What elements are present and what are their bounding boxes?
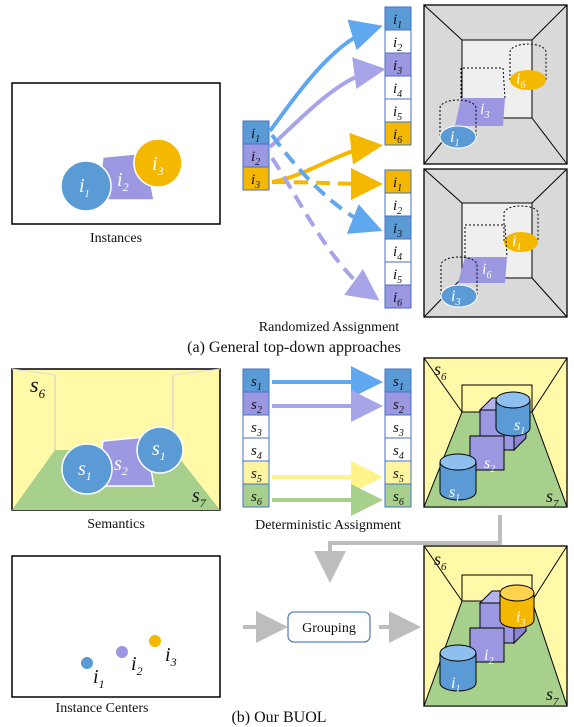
cell-label-i4: i4: [393, 81, 402, 100]
room-b1: s6 s2 s1 s1 s7: [423, 357, 568, 510]
cell-label-i1: i1: [393, 175, 402, 194]
cell-label-s5: s5: [251, 466, 262, 485]
arrow-i1-to-i3: [270, 133, 383, 234]
semantics-caption: Semantics: [87, 517, 145, 532]
deterministic-arrows: [272, 366, 383, 516]
cell-label-s2: s2: [251, 397, 262, 416]
svg-text:i2: i2: [117, 169, 129, 194]
cell-label-s3: s3: [393, 420, 404, 439]
cell-label-i4: i4: [393, 244, 402, 263]
svg-text:s1: s1: [514, 417, 525, 437]
cell-label-i2: i2: [393, 35, 402, 54]
cell-i3: [242, 166, 270, 191]
arrow-i3-to-i6: [271, 132, 383, 184]
cell-label-i5: i5: [393, 267, 402, 286]
cell-label-s4: s4: [251, 443, 262, 462]
cell-label-i3: i3: [393, 58, 402, 77]
semantic-column-right: s1 s2 s3 s4 s5 s6: [384, 368, 412, 508]
cell-label-i2: i2: [251, 149, 260, 168]
randomized-arrows: [268, 19, 386, 301]
svg-text:s1: s1: [449, 484, 460, 504]
randomized-caption: Randomized Assignment: [259, 320, 399, 335]
instance-column-top: i1 i2 i3 i4 i5 i6: [384, 6, 412, 146]
svg-text:i1: i1: [79, 175, 90, 200]
svg-text:i3: i3: [451, 288, 460, 308]
semantic-column-left: s1 s2 s3 s4 s5 s6: [242, 368, 270, 508]
cell-label-i1: i1: [251, 126, 260, 145]
svg-text:s2: s2: [484, 455, 495, 475]
arrow-i3-to-i1: [271, 167, 383, 200]
cell-label-s5: s5: [393, 466, 404, 485]
instance-column-bottom: i1 i2 i3 i4 i5 i6: [384, 169, 412, 309]
svg-text:i3: i3: [165, 644, 177, 669]
svg-text:i1: i1: [450, 129, 459, 149]
deterministic-caption: Deterministic Assignment: [255, 518, 401, 533]
svg-text:i3: i3: [152, 153, 164, 178]
instance-centers-caption: Instance Centers: [56, 701, 149, 716]
cell-s6: [384, 483, 412, 508]
arrow-i2-to-i3: [268, 57, 386, 149]
cell-label-i6: i6: [393, 290, 402, 309]
semantics-panel: s1 s2 s1 s6 s7 Semantics: [11, 368, 221, 532]
arrow-i2-to-i6: [270, 156, 380, 301]
grouping-box: Grouping: [287, 611, 371, 643]
cell-label-s6: s6: [251, 489, 262, 508]
svg-text:i1: i1: [451, 675, 460, 695]
room-b2: s6 i2 i3 i1 s7: [423, 545, 568, 708]
instance-circle-blue: [60, 160, 112, 212]
svg-text:i2: i2: [484, 647, 493, 667]
grouping-label: Grouping: [302, 621, 356, 636]
cell-label-i1: i1: [393, 12, 402, 31]
svg-text:i3: i3: [480, 101, 489, 121]
cell-label-s2: s2: [393, 397, 404, 416]
cell-label-i3: i3: [393, 221, 402, 240]
part-a-caption: (a) General top-down approaches: [187, 339, 401, 356]
instances-panel: i1 i2 i3 Instances: [11, 82, 221, 246]
cell-label-i5: i5: [393, 104, 402, 123]
cell-label-s1: s1: [251, 374, 262, 393]
instance-column-small: i1 i2 i3: [242, 120, 270, 191]
svg-text:i1: i1: [93, 666, 105, 691]
svg-text:i6: i6: [482, 261, 491, 281]
instance-circle-yellow: [133, 138, 183, 188]
cell-i6: [384, 121, 412, 146]
cell-label-s6: s6: [393, 489, 404, 508]
arrow-i1-to-i1: [268, 19, 383, 133]
cell-label-s3: s3: [251, 420, 262, 439]
cell-s6: [242, 483, 270, 508]
cell-i6: [384, 284, 412, 309]
cell-label-s4: s4: [393, 443, 404, 462]
room-a1: i6 i3 i1: [423, 4, 568, 165]
svg-text:i1: i1: [512, 233, 521, 253]
cell-label-i2: i2: [393, 198, 402, 217]
svg-text:i3: i3: [516, 609, 525, 629]
part-b-caption: (b) Our BUOL: [231, 709, 326, 726]
room-a2: i1 i6 i3: [423, 168, 568, 318]
instance-centers-panel: i1 i2 i3 Instance Centers: [11, 555, 221, 716]
svg-text:i6: i6: [516, 71, 525, 91]
grouping-connector: [314, 515, 502, 583]
svg-text:i2: i2: [131, 653, 143, 678]
cell-label-s1: s1: [393, 374, 404, 393]
cell-label-i6: i6: [393, 127, 402, 146]
cell-label-i3: i3: [251, 172, 260, 191]
instances-caption: Instances: [90, 231, 142, 246]
